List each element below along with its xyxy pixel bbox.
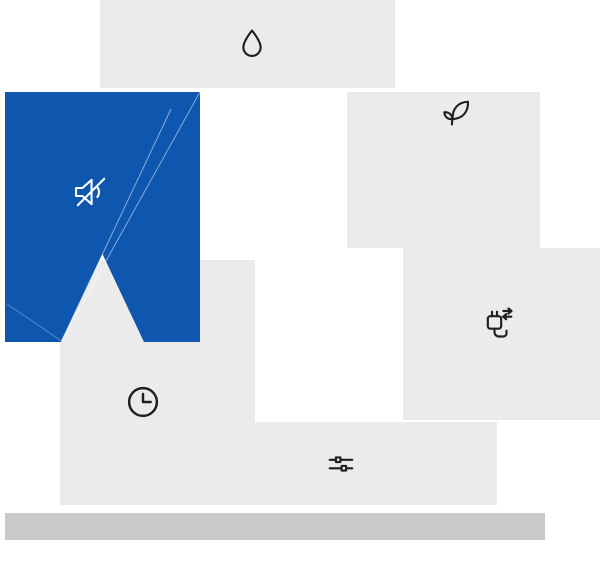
ribbon-shape xyxy=(5,92,200,342)
plug-swap-icon xyxy=(477,302,517,342)
options-sliders-icon xyxy=(324,447,358,481)
leaf-icon xyxy=(438,95,474,131)
mute-banner[interactable] xyxy=(5,92,200,342)
clock-icon xyxy=(125,384,162,421)
water-drop-icon xyxy=(236,27,268,59)
options-tile[interactable] xyxy=(200,422,497,505)
water-tile[interactable] xyxy=(100,0,395,88)
speaker-mute-icon xyxy=(68,169,114,215)
power-tile[interactable] xyxy=(403,248,600,420)
bottom-bar[interactable] xyxy=(5,513,545,540)
eco-tile[interactable] xyxy=(347,92,540,248)
